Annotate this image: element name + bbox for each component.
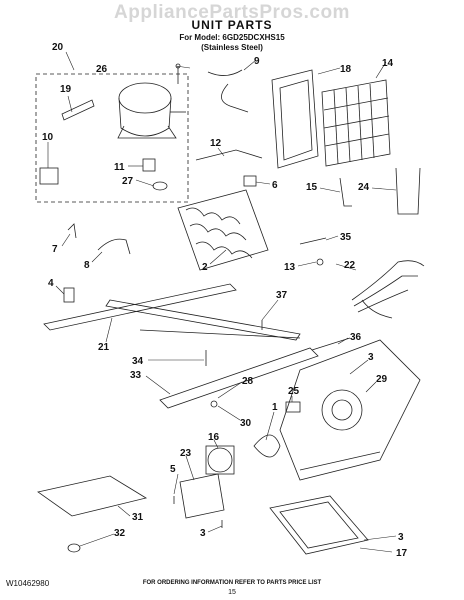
callout-3-lower-right: 3 <box>398 532 404 543</box>
callout-20: 20 <box>52 42 64 53</box>
callout-24: 24 <box>358 182 370 193</box>
callout-12: 12 <box>210 138 222 149</box>
callout-27: 27 <box>122 176 134 187</box>
callout-10: 10 <box>42 132 54 143</box>
callout-6: 6 <box>272 180 278 191</box>
callout-36: 36 <box>350 332 362 343</box>
model-line: For Model: 6GD25DCXHS15 <box>179 33 285 42</box>
callout-35: 35 <box>340 232 352 243</box>
callout-17: 17 <box>396 548 408 559</box>
part-7-clip <box>67 223 77 239</box>
part-11-cap <box>142 158 156 172</box>
callout-15: 15 <box>306 182 318 193</box>
callout-33: 33 <box>130 370 142 381</box>
variant-line: (Stainless Steel) <box>201 43 263 52</box>
page-title: UNIT PARTS <box>191 18 273 32</box>
part-9-tube <box>207 69 249 113</box>
part-14-condenser <box>321 79 391 167</box>
part-8-wire <box>97 238 131 255</box>
document-number: W10462980 <box>6 579 50 588</box>
callout-34: 34 <box>132 356 144 367</box>
callout-11: 11 <box>114 162 125 173</box>
part-24-bracket <box>395 167 421 215</box>
callout-19: 19 <box>60 84 72 95</box>
part-10-relay <box>39 167 59 185</box>
part-30-screw <box>210 400 218 408</box>
part-2-evaporator <box>177 189 269 271</box>
part-25-label <box>285 401 301 413</box>
part-27-grommet <box>152 181 168 191</box>
callout-7: 7 <box>52 244 58 255</box>
callout-26: 26 <box>96 64 108 75</box>
part-36-rod <box>311 337 351 351</box>
callout-37: 37 <box>276 290 288 301</box>
part-23-bracket <box>179 473 225 519</box>
callout-25: 25 <box>288 386 300 397</box>
part-32-foot <box>67 543 81 553</box>
part-33-rail <box>159 347 319 409</box>
callout-32: 32 <box>114 528 126 539</box>
callout-8: 8 <box>84 260 90 271</box>
page-number: 15 <box>228 589 236 596</box>
part-31-pad <box>37 475 148 517</box>
callout-31: 31 <box>132 512 144 523</box>
watermark-text: AppliancePartsPros.com <box>114 2 350 23</box>
callout-5: 5 <box>170 464 176 475</box>
callout-30: 30 <box>240 418 252 429</box>
part-1-fan <box>253 434 281 458</box>
part-22-harness <box>351 260 425 319</box>
part-13-screw <box>316 258 324 266</box>
part-6-clip <box>243 175 257 187</box>
part-18-shroud <box>271 69 319 169</box>
callout-22: 22 <box>344 260 356 271</box>
callout-1: 1 <box>272 402 278 413</box>
ordering-note: FOR ORDERING INFORMATION REFER TO PARTS … <box>142 580 322 586</box>
part-15-bracket <box>339 177 352 207</box>
callout-21: 21 <box>98 342 110 353</box>
callout-9: 9 <box>254 56 260 67</box>
part-16-motor <box>205 445 235 475</box>
part-19-sleeve <box>61 99 95 121</box>
callout-3-upper: 3 <box>368 352 374 363</box>
part-35-harness <box>299 237 327 245</box>
part-17-drain-pan <box>269 495 369 555</box>
callout-16: 16 <box>208 432 220 443</box>
callout-28: 28 <box>242 376 254 387</box>
part-12-tube <box>195 149 263 161</box>
callout-29: 29 <box>376 374 388 385</box>
part-29-base <box>279 339 421 481</box>
callout-23: 23 <box>180 448 192 459</box>
part-21-frame <box>43 283 301 341</box>
callout-2: 2 <box>202 262 208 273</box>
callout-14: 14 <box>382 58 394 69</box>
callout-4: 4 <box>48 278 54 289</box>
callout-3-lower-left: 3 <box>200 528 206 539</box>
callout-13: 13 <box>284 262 296 273</box>
callout-18: 18 <box>340 64 352 75</box>
compressor-part <box>117 63 186 139</box>
part-4-bracket <box>63 287 75 303</box>
